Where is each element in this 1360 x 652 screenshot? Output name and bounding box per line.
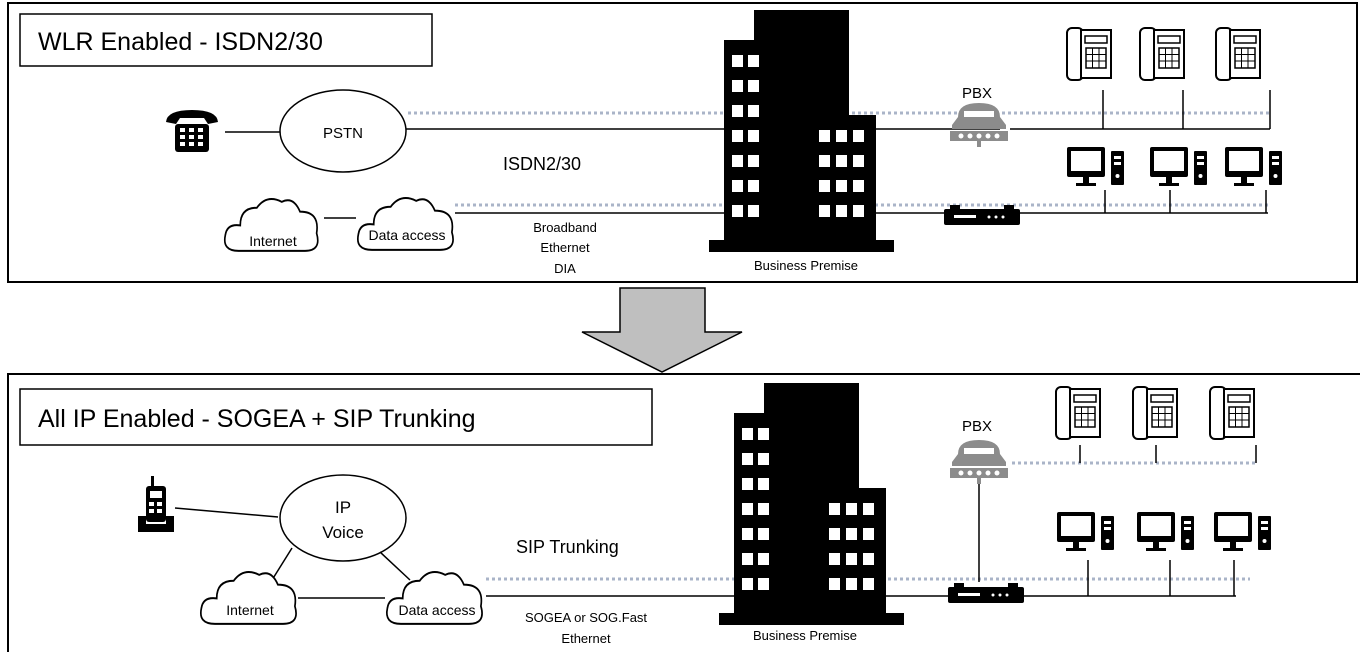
desk-phone-icon-bottom-3	[1209, 386, 1255, 440]
computer-icon-bottom-3	[1214, 512, 1271, 551]
broadband-label-2: Ethernet	[540, 240, 590, 255]
desk-phone-icon-top-1	[1066, 27, 1112, 81]
phone-ipvoice-link	[174, 507, 279, 518]
data-access-label-bottom: Data access	[398, 602, 475, 618]
data-access-label-top: Data access	[368, 227, 445, 243]
desk-phone-icon-top-2	[1139, 27, 1185, 81]
desk-phone-icon-bottom-2	[1132, 386, 1178, 440]
building-icon-bottom	[719, 383, 904, 625]
broadband-label-1: Broadband	[533, 220, 597, 235]
internet-label-top: Internet	[249, 233, 297, 249]
ip-voice-cloud	[279, 474, 407, 562]
desk-phone-icon-top-3	[1215, 27, 1261, 81]
ip-voice-label-2: Voice	[322, 523, 364, 542]
pstn-label: PSTN	[323, 125, 363, 142]
internet-label-bottom: Internet	[226, 602, 274, 618]
pbx-icon-bottom	[950, 440, 1008, 484]
building-label-top: Business Premise	[754, 258, 858, 273]
sogea-label-1: SOGEA or SOG.Fast	[525, 610, 647, 625]
pbx-label-bottom: PBX	[962, 418, 992, 435]
computer-icon-top-3	[1225, 147, 1282, 186]
broadband-label-3: DIA	[554, 261, 576, 276]
pbx-label-top: PBX	[962, 85, 992, 102]
desk-phone-icon-bottom-1	[1055, 386, 1101, 440]
bottom-title: All IP Enabled - SOGEA + SIP Trunking	[38, 405, 476, 433]
telephone-icon	[166, 110, 218, 152]
transition-arrow	[581, 287, 743, 373]
computer-icon-bottom-1	[1057, 512, 1114, 551]
top-title: WLR Enabled - ISDN2/30	[38, 28, 323, 56]
top-panel-frame	[7, 2, 1358, 283]
top-title-box	[19, 13, 433, 67]
router-icon-top	[944, 205, 1020, 225]
computer-icon-top-2	[1150, 147, 1207, 186]
ip-voice-label-1: IP	[335, 498, 351, 517]
bottom-panel-frame	[7, 373, 1360, 652]
building-icon-top	[709, 10, 894, 252]
sip-trunking-label: SIP Trunking	[516, 537, 619, 557]
router-icon-bottom	[948, 583, 1024, 603]
isdn-label: ISDN2/30	[503, 154, 581, 174]
pstn-cloud	[279, 89, 407, 173]
cordless-phone-icon	[138, 476, 174, 532]
computer-icon-top-1	[1067, 147, 1124, 186]
computer-icon-bottom-2	[1137, 512, 1194, 551]
sogea-label-2: Ethernet	[561, 631, 611, 646]
pbx-icon-top	[950, 103, 1008, 147]
building-label-bottom: Business Premise	[753, 628, 857, 643]
bottom-title-box	[19, 388, 653, 446]
